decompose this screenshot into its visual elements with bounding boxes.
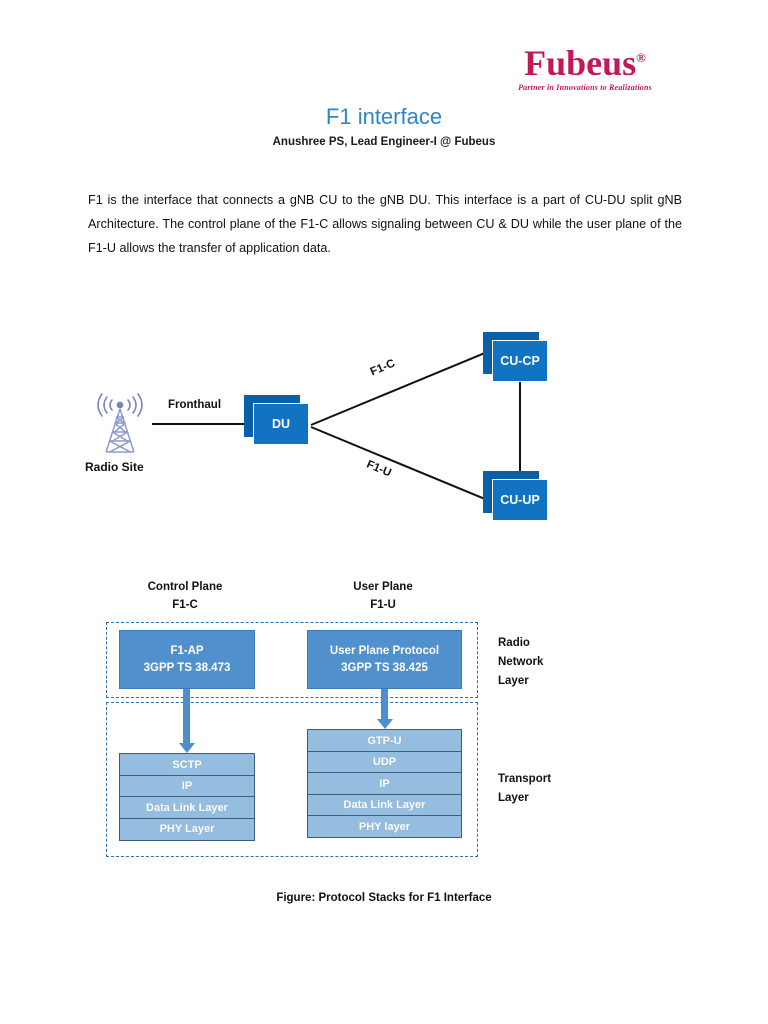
radio-site-label: Radio Site: [85, 460, 144, 474]
logo-text: Fubeus: [524, 43, 637, 83]
f1ap-name: F1-AP: [170, 644, 204, 657]
f1ap-spec: 3GPP TS 38.473: [143, 661, 231, 674]
f1u-link-line: [310, 426, 489, 502]
node-cu-up: CU-UP: [483, 471, 548, 521]
page-subtitle: Anushree PS, Lead Engineer-I @ Fubeus: [272, 136, 496, 148]
user-plane-protocol-name: User Plane Protocol: [329, 644, 440, 657]
f1c-link-line: [310, 351, 487, 427]
page-title: F1 interface: [325, 104, 443, 129]
stack-layer: SCTP: [119, 753, 255, 776]
stack-layer: UDP: [307, 750, 462, 774]
registered-trademark-icon: ®: [636, 50, 646, 65]
logo-wordmark: Fubeus®: [524, 44, 646, 82]
logo-tagline: Partner in Innovations to Realizations: [518, 83, 652, 92]
node-du-label: DU: [253, 403, 309, 445]
stack-layer: PHY layer: [307, 815, 462, 839]
company-logo: Fubeus® Partner in Innovations to Realiz…: [490, 44, 680, 92]
protocol-box-user-plane-protocol: User Plane Protocol 3GPP TS 38.425: [307, 630, 462, 689]
stack-layer: IP: [119, 774, 255, 798]
cucp-cuup-link-line: [519, 382, 521, 479]
fronthaul-link-line: [152, 423, 253, 425]
user-plane-flow-arrow-icon: [381, 689, 388, 720]
control-plane-heading: Control Plane F1-C: [110, 578, 260, 614]
stack-layer: PHY Layer: [119, 817, 255, 841]
user-plane-heading: User Plane F1-U: [308, 578, 458, 614]
protocol-box-f1ap: F1-AP 3GPP TS 38.473: [119, 630, 255, 689]
stack-layer: IP: [307, 772, 462, 796]
control-plane-transport-stack: SCTP IP Data Link Layer PHY Layer: [119, 753, 255, 841]
control-plane-interface: F1-C: [172, 599, 198, 611]
transport-layer-region: [106, 702, 478, 857]
stack-layer: Data Link Layer: [119, 796, 255, 820]
fronthaul-label: Fronthaul: [168, 399, 222, 411]
node-du: DU: [244, 395, 309, 445]
control-plane-flow-arrow-icon: [183, 689, 190, 744]
stack-layer: GTP-U: [307, 729, 462, 752]
figure-caption: Figure: Protocol Stacks for F1 Interface: [276, 892, 492, 904]
node-cu-up-label: CU-UP: [492, 479, 548, 521]
user-plane-transport-stack: GTP-U UDP IP Data Link Layer PHY layer: [307, 729, 462, 839]
transport-layer-label: Transport Layer: [498, 773, 552, 804]
user-plane-interface: F1-U: [370, 599, 396, 611]
user-plane-title: User Plane: [353, 581, 413, 593]
radio-tower-icon: [97, 393, 143, 453]
node-cu-cp: CU-CP: [483, 332, 548, 382]
stack-layer: Data Link Layer: [307, 793, 462, 817]
control-plane-title: Control Plane: [147, 581, 223, 593]
node-cu-cp-label: CU-CP: [492, 340, 548, 382]
radio-network-layer-region: [106, 622, 478, 698]
network-architecture-diagram: DU CU-CP CU-UP Fronthaul: [0, 325, 768, 555]
user-plane-protocol-spec: 3GPP TS 38.425: [341, 661, 428, 674]
protocol-stack-figure: Control Plane F1-C User Plane F1-U F1-AP…: [0, 570, 768, 920]
intro-paragraph: F1 is the interface that connects a gNB …: [88, 193, 682, 255]
radio-network-layer-label: Radio Network Layer: [498, 637, 544, 687]
